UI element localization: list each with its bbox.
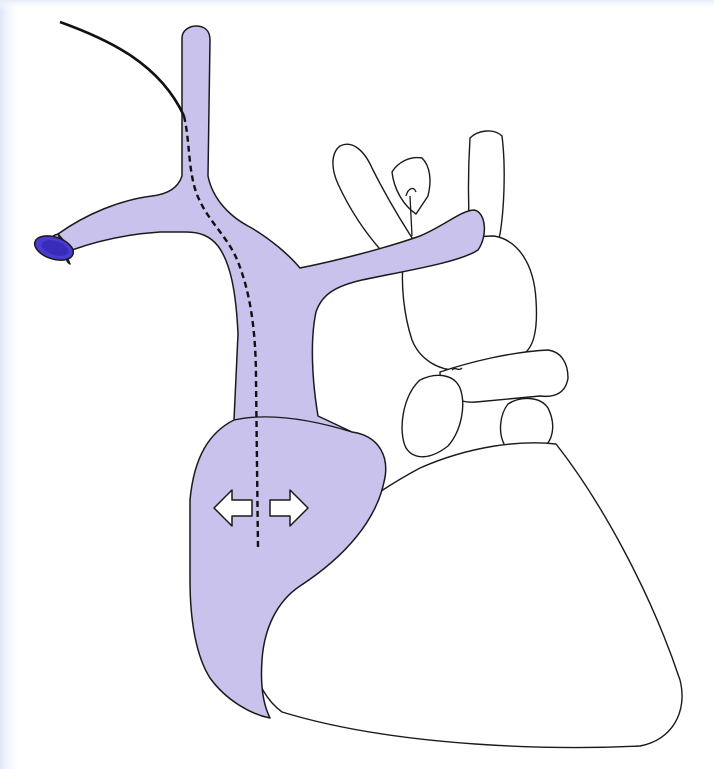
edge-glow-left: [0, 0, 22, 769]
edge-glow-top: [0, 0, 714, 10]
